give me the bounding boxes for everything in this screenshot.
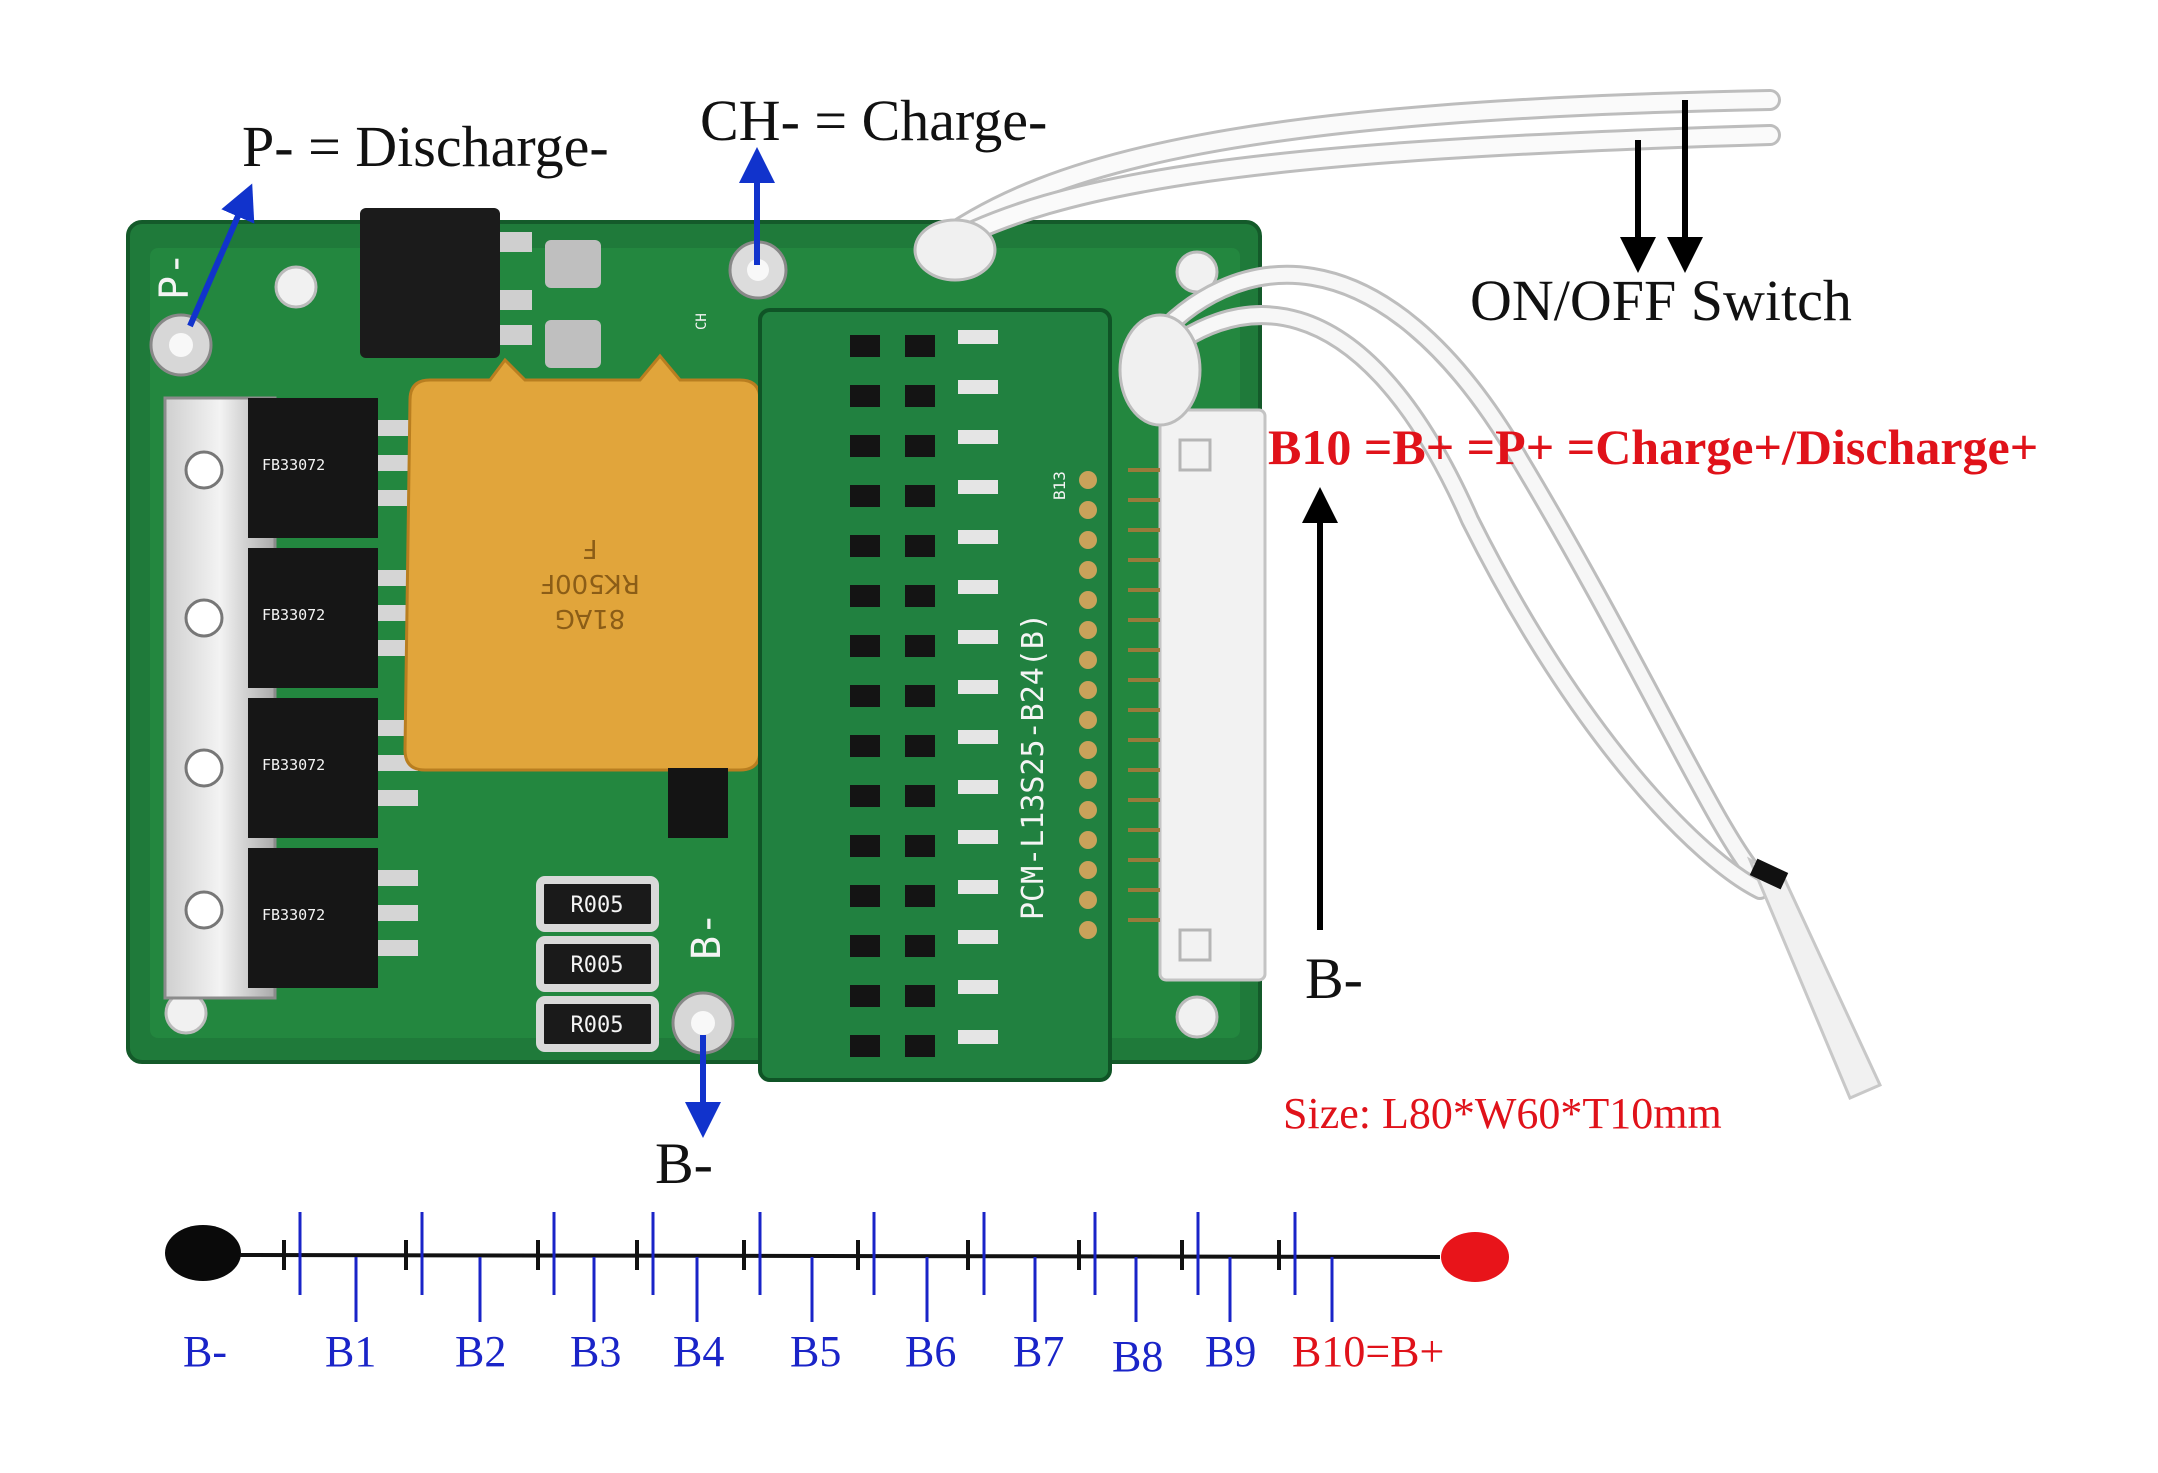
negative-terminal <box>165 1225 241 1281</box>
wire-knot-side <box>1118 313 1202 427</box>
cell-label-b8: B8 <box>1112 1332 1164 1381</box>
cell-label-b10-b-plus: B10=B+ <box>1292 1327 1445 1376</box>
cell-label-b1: B1 <box>325 1327 377 1376</box>
silk-p-minus: P- <box>152 252 198 300</box>
resistor-2-text: R005 <box>571 953 624 978</box>
temperature-probe <box>1746 856 1883 1100</box>
sense-resistors: R005 R005 R005 <box>536 876 659 1052</box>
cell-label-b5: B5 <box>790 1327 842 1376</box>
mosfet-1-marking: FB33072 <box>262 456 325 474</box>
small-ic <box>668 768 728 838</box>
cell-chain-diagram <box>165 1212 1509 1322</box>
resistor-1-text: R005 <box>571 893 624 918</box>
cell-label-b3: B3 <box>570 1327 622 1376</box>
b-minus-pad <box>671 991 735 1055</box>
cell-label-b6: B6 <box>905 1327 957 1376</box>
pcb-silkscreen: P- B- CH B13 <box>152 252 1069 960</box>
label-b-minus-right: B- <box>1305 946 1363 1011</box>
capacitor-text-2: RK500F <box>540 568 640 598</box>
white-wires <box>924 89 1781 900</box>
silk-ch: CH <box>694 313 710 330</box>
board-model-text: PCM-L13S25-B24(B) <box>1016 613 1051 920</box>
label-p-minus-discharge: P- = Discharge- <box>242 114 609 179</box>
mosfet-bank: FB33072 FB33072 FB33072 FB33072 <box>163 396 418 1000</box>
mosfet-3-marking: FB33072 <box>262 756 325 774</box>
wire-knot-top <box>913 218 997 282</box>
label-ch-minus-charge: CH- = Charge- <box>700 88 1048 153</box>
capacitor-text-1: 81AG <box>555 603 626 633</box>
balance-connector <box>1128 408 1267 982</box>
cell-label-b2: B2 <box>455 1327 507 1376</box>
fuse-capacitor: 81AG RK500F F <box>403 353 762 772</box>
label-b10-b-plus: B10 =B+ =P+ =Charge+/Discharge+ <box>1268 419 2039 475</box>
ch-minus-pad <box>728 240 788 300</box>
cell-label-b9: B9 <box>1205 1327 1257 1376</box>
label-size: Size: L80*W60*T10mm <box>1283 1089 1722 1138</box>
silk-b-minus: B- <box>684 912 730 960</box>
resistor-3-text: R005 <box>571 1013 624 1038</box>
cell-label-b4: B4 <box>673 1327 725 1376</box>
p-minus-pad <box>149 313 213 377</box>
capacitor-text-3: F <box>583 533 598 563</box>
cell-label-b-minus: B- <box>183 1327 227 1376</box>
balance-board: PCM-L13S25-B24(B) <box>758 308 1112 1082</box>
label-b-minus-bottom: B- <box>655 1131 713 1196</box>
mosfet-2-marking: FB33072 <box>262 606 325 624</box>
silk-b13: B13 <box>1050 471 1069 500</box>
positive-terminal <box>1441 1232 1509 1282</box>
mosfet-4-marking: FB33072 <box>262 906 325 924</box>
top-transistor <box>360 208 601 368</box>
cell-label-b7: B7 <box>1013 1327 1065 1376</box>
label-on-off-switch: ON/OFF Switch <box>1470 268 1852 333</box>
arrow-p-minus <box>187 183 255 328</box>
